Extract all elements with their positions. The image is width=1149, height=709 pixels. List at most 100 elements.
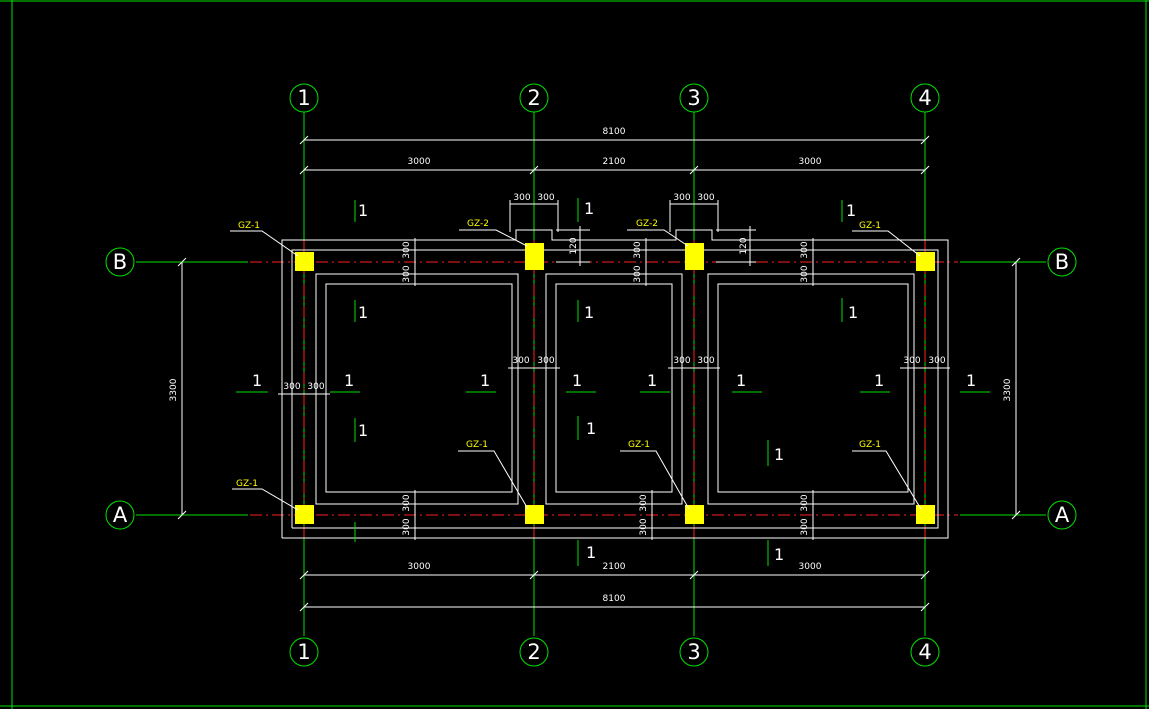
dim-wall-b2-outer: 300	[633, 241, 643, 258]
dim-top-wall-2b: 300	[537, 193, 554, 203]
dim-bottom-bay-2: 2100	[603, 562, 626, 572]
dim-wall-b3-inner: 300	[800, 265, 810, 282]
grid-label-3-bottom: 3	[687, 640, 700, 664]
section-label: 1	[572, 371, 582, 390]
section-label: 1	[846, 201, 856, 220]
dim-wall-a2-outer: 300	[639, 494, 649, 511]
column-label-b1: GZ-1	[238, 221, 260, 231]
bottom-dimensions	[299, 570, 930, 612]
dim-bottom-overall: 8100	[603, 594, 626, 604]
side-dimensions	[177, 257, 1021, 520]
grid-label-a-left: A	[113, 503, 128, 527]
dim-wall-b1-outer: 300	[402, 241, 412, 258]
dim-top-bay-1: 3000	[408, 157, 431, 167]
section-mark-labels: 1 1 1 1 1 1 1 1 1 1 1 1 1 1 1 1 1 1 1	[252, 199, 976, 564]
section-label: 1	[358, 303, 368, 322]
dim-step-3: 120	[739, 237, 749, 254]
column-label-a2: GZ-1	[466, 440, 488, 450]
section-label: 1	[584, 199, 594, 218]
section-label: 1	[344, 371, 354, 390]
column-a3	[685, 505, 704, 524]
grid-label-2-bottom: 2	[527, 640, 540, 664]
dim-step-2: 120	[569, 237, 579, 254]
dim-wall-b3-outer: 300	[800, 241, 810, 258]
column-label-leaders	[230, 229, 922, 511]
vertical-grid-lines	[303, 112, 926, 636]
section-marks	[236, 198, 990, 566]
column-labels: GZ-1 GZ-2 GZ-2 GZ-1 GZ-1 GZ-1 GZ-1 GZ-1	[236, 219, 881, 489]
horizontal-grid-lines	[136, 261, 1046, 516]
wall-dims-vertical	[414, 238, 814, 540]
wall-dims-horizontal	[278, 367, 950, 395]
dim-wall-a3-outer: 300	[800, 494, 810, 511]
dim-top-wall-3a: 300	[673, 193, 690, 203]
dim-top-wall-3b: 300	[697, 193, 714, 203]
section-label: 1	[586, 419, 596, 438]
grid-label-4-top: 4	[918, 86, 931, 110]
dim-top-wall-2a: 300	[513, 193, 530, 203]
dim-top-bay-2: 2100	[603, 157, 626, 167]
dim-bottom-bay-1: 3000	[408, 562, 431, 572]
grid-label-2-top: 2	[527, 86, 540, 110]
grid-bubbles-sides: B B A A	[105, 247, 1077, 530]
columns	[295, 243, 935, 524]
section-label: 1	[774, 445, 784, 464]
dim-wall-h3b: 300	[697, 356, 714, 366]
section-label: 1	[358, 421, 368, 440]
column-label-a1: GZ-1	[236, 479, 258, 489]
section-label: 1	[584, 303, 594, 322]
axis-lines	[250, 240, 958, 538]
dim-top-overall: 8100	[603, 127, 626, 137]
dim-right-depth: 3300	[1003, 378, 1013, 401]
grid-bubbles-bottom: 1 2 3 4	[289, 637, 940, 667]
dim-wall-a3-inner: 300	[800, 518, 810, 535]
section-label: 1	[874, 371, 884, 390]
column-a1	[295, 505, 314, 524]
dim-wall-h4a: 300	[903, 356, 920, 366]
column-label-b4: GZ-1	[859, 221, 881, 231]
dim-bottom-bay-3: 3000	[799, 562, 822, 572]
grid-label-b-right: B	[1055, 250, 1069, 274]
column-a4	[916, 505, 935, 524]
step-dimensions	[556, 226, 756, 266]
dim-wall-a1-outer: 300	[402, 494, 412, 511]
dim-wall-a1-inner: 300	[402, 518, 412, 535]
column-label-a3: GZ-1	[628, 440, 650, 450]
column-b3	[685, 243, 704, 270]
dim-wall-a2-inner: 300	[639, 518, 649, 535]
column-a2	[525, 505, 544, 524]
top-dimensions	[299, 135, 930, 232]
grid-label-4-bottom: 4	[918, 640, 931, 664]
column-label-b2: GZ-2	[467, 219, 489, 229]
section-label: 1	[647, 371, 657, 390]
section-label: 1	[848, 303, 858, 322]
dim-wall-h2b: 300	[537, 356, 554, 366]
section-label: 1	[966, 371, 976, 390]
dim-wall-h3a: 300	[673, 356, 690, 366]
grid-label-b-left: B	[113, 250, 127, 274]
grid-label-1-top: 1	[297, 86, 310, 110]
foundation-outline	[281, 229, 949, 539]
section-label: 1	[480, 371, 490, 390]
column-b4	[916, 252, 935, 271]
dim-wall-h1a: 300	[283, 382, 300, 392]
column-b1	[295, 252, 314, 271]
dim-wall-h4b: 300	[928, 356, 945, 366]
grid-label-a-right: A	[1055, 503, 1070, 527]
column-label-b3: GZ-2	[636, 219, 658, 229]
dim-wall-b2-inner: 300	[633, 265, 643, 282]
section-label: 1	[736, 371, 746, 390]
grid-label-3-top: 3	[687, 86, 700, 110]
dim-left-depth: 3300	[169, 378, 179, 401]
section-label: 1	[774, 545, 784, 564]
dim-wall-b1-inner: 300	[402, 265, 412, 282]
column-b2	[525, 243, 544, 270]
column-label-a4: GZ-1	[859, 440, 881, 450]
dim-top-bay-3: 3000	[799, 157, 822, 167]
section-label: 1	[358, 201, 368, 220]
dim-wall-h1b: 300	[307, 382, 324, 392]
section-label: 1	[252, 371, 262, 390]
dim-wall-h2a: 300	[512, 356, 529, 366]
